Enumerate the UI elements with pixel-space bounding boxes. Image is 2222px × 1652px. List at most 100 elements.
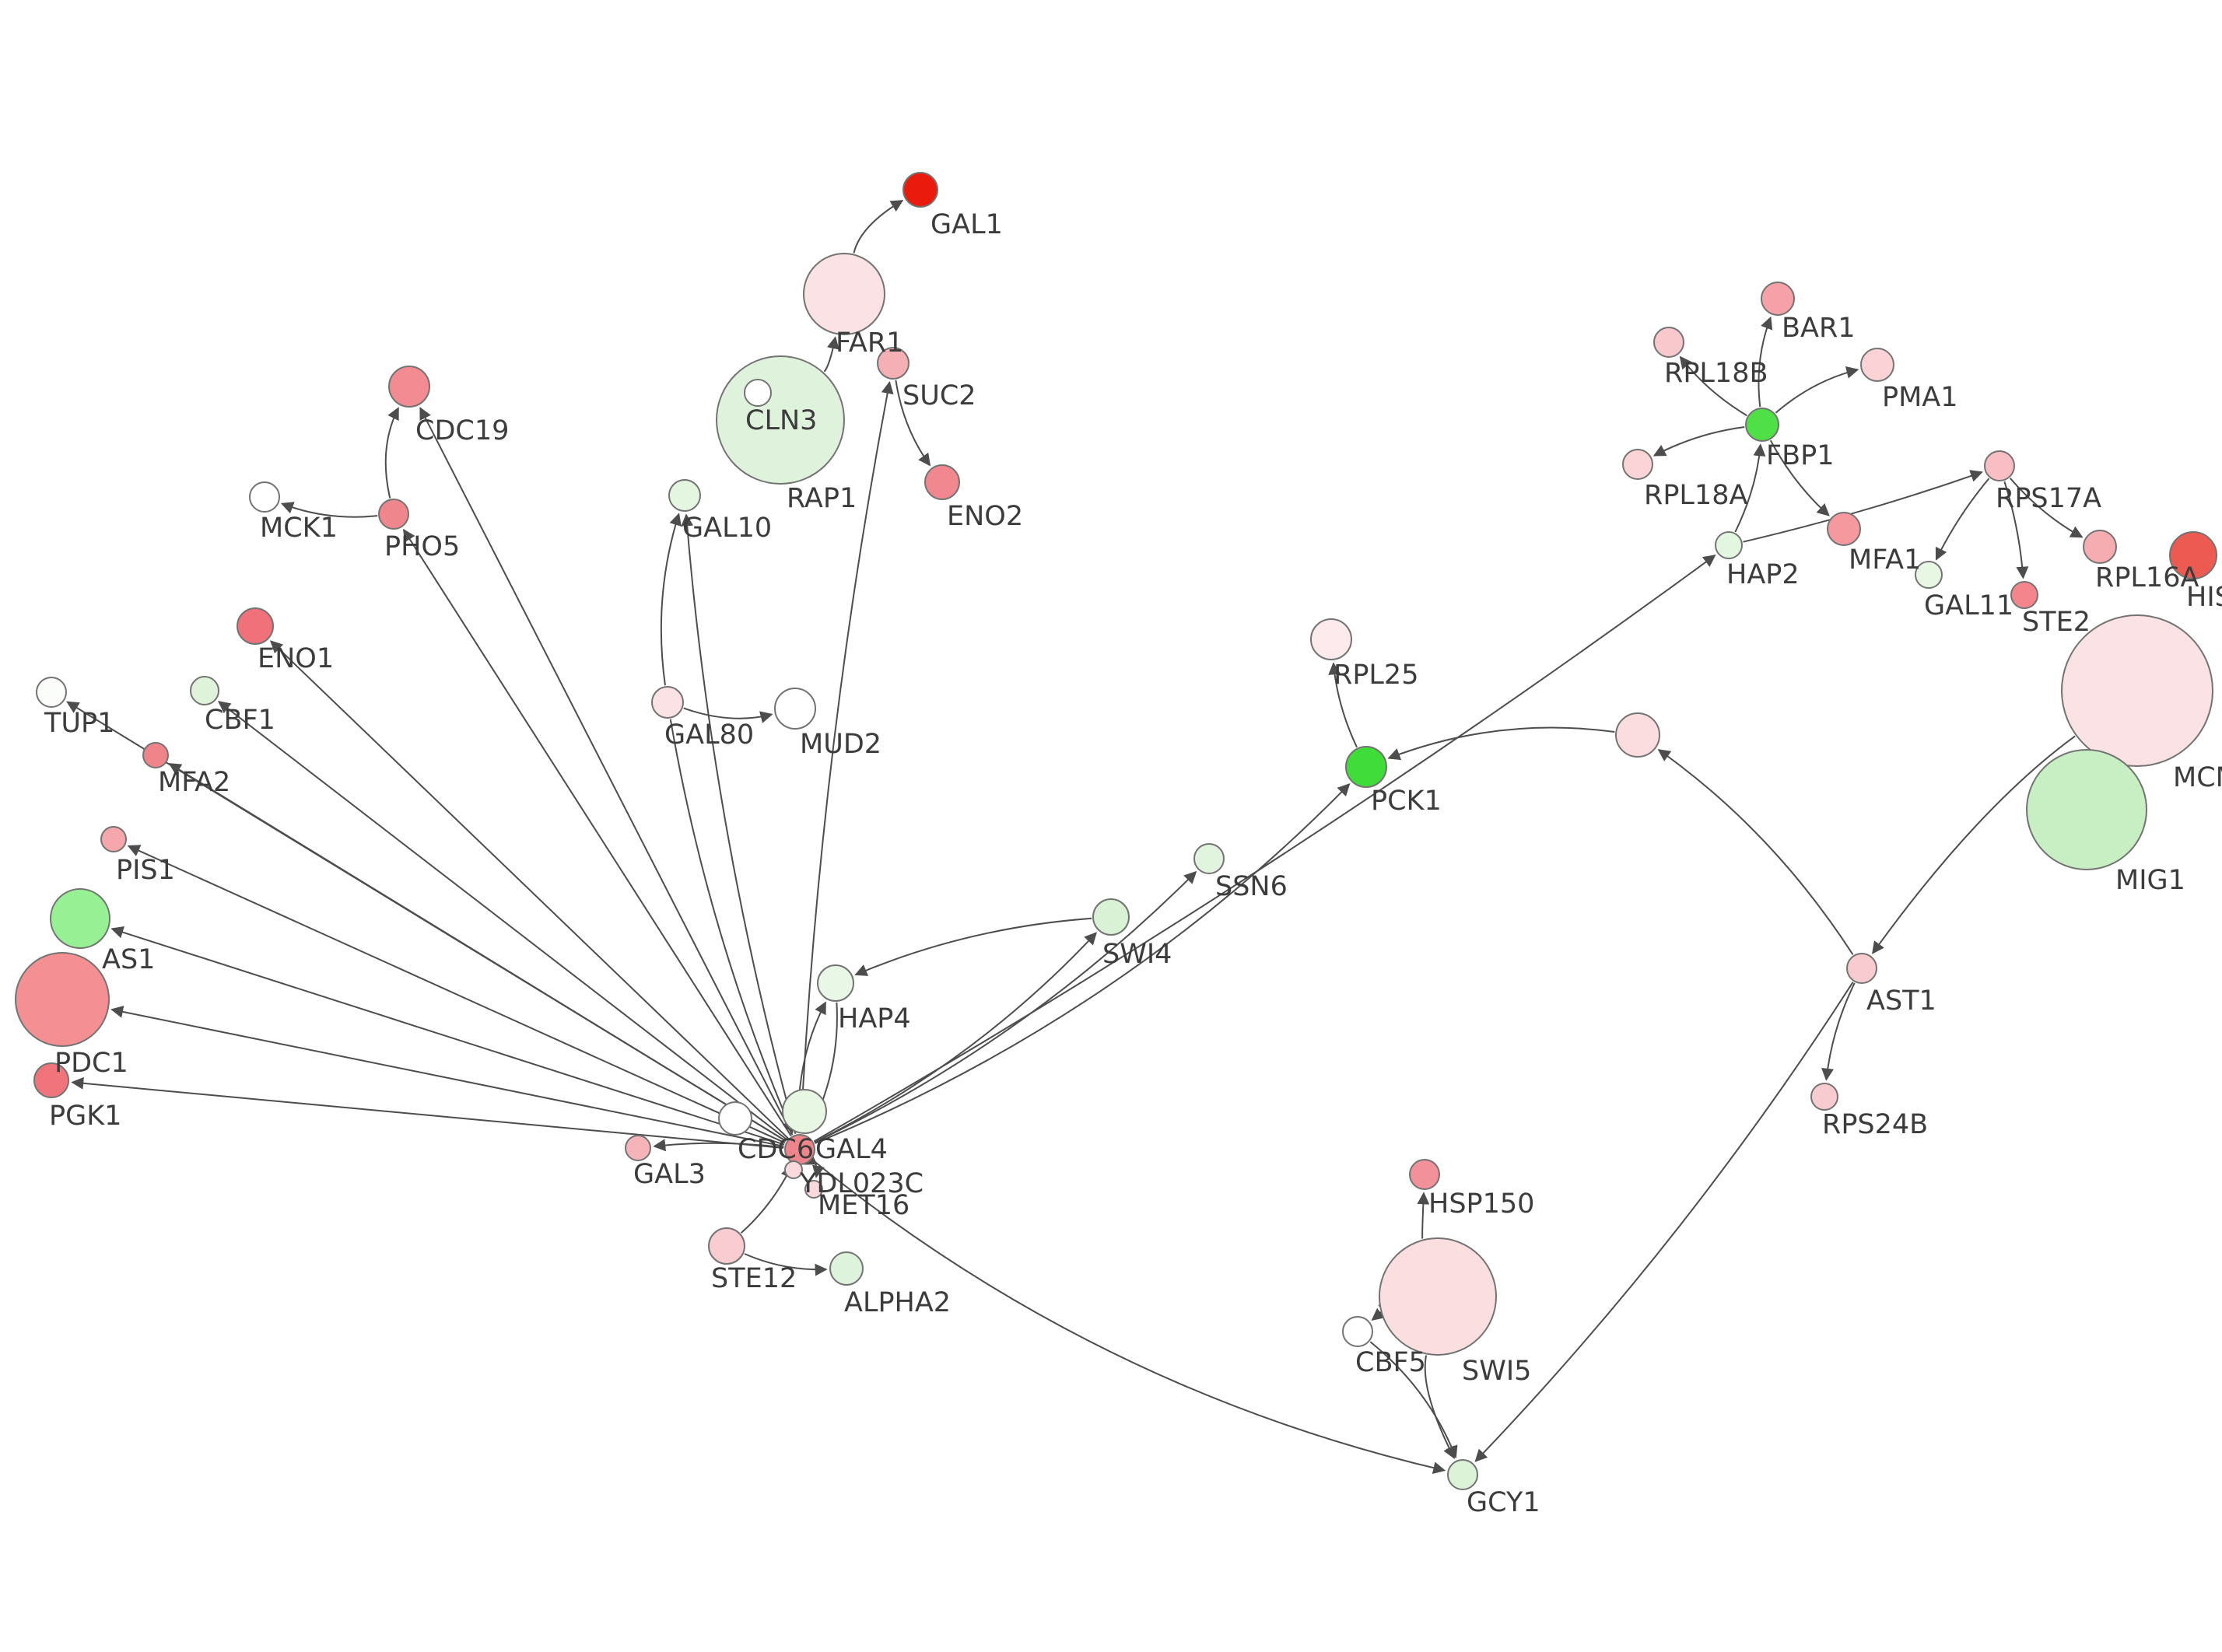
edge-CLN3-FAR1[interactable]	[823, 336, 839, 373]
node-SSN6[interactable]	[1193, 843, 1225, 874]
node-MCM1[interactable]	[2061, 614, 2213, 767]
edge-GAL80-MUD2[interactable]	[683, 707, 773, 723]
node-ENO1[interactable]	[237, 607, 274, 645]
node-RPL25[interactable]	[1310, 618, 1352, 660]
node-N_PINK[interactable]	[1615, 712, 1660, 758]
node-PIS1[interactable]	[100, 826, 127, 852]
edge-RPS17A-STE2[interactable]	[2003, 481, 2029, 579]
node-AST1[interactable]	[1846, 953, 1877, 984]
node-MIG1[interactable]	[2026, 749, 2147, 870]
node-SUC2[interactable]	[877, 347, 909, 380]
node-TUP1[interactable]	[36, 677, 67, 708]
edge-GAL4-SSN6[interactable]	[814, 870, 1197, 1143]
node-HSP150[interactable]	[1409, 1159, 1440, 1190]
node-N_GREEN[interactable]	[782, 1089, 827, 1134]
edge-HAP2-FBP1[interactable]	[1734, 443, 1766, 533]
node-MET16[interactable]	[804, 1180, 823, 1199]
node-CBF1[interactable]	[190, 676, 219, 705]
node-AS1[interactable]	[50, 888, 110, 949]
edge-STE12-ALPHA2[interactable]	[744, 1253, 828, 1276]
edge-GAL4-PDC1[interactable]	[110, 1006, 784, 1147]
edge-AST1-GCY1[interactable]	[1474, 982, 1854, 1462]
node-SWI5[interactable]	[1379, 1237, 1497, 1356]
node-CDC6[interactable]	[718, 1101, 752, 1136]
edge-N_PINK-PCK1[interactable]	[1387, 726, 1615, 761]
node-PDC1[interactable]	[15, 952, 110, 1047]
node-label-HAP2: HAP2	[1726, 559, 1800, 590]
node-STE2[interactable]	[2010, 581, 2038, 609]
node-ALPHA2[interactable]	[829, 1251, 864, 1286]
node-CBF5[interactable]	[1342, 1316, 1373, 1347]
edge-GAL4-PCK1[interactable]	[815, 783, 1351, 1144]
node-GAL1[interactable]	[902, 172, 938, 208]
edge-HAP2-RPS17A[interactable]	[1743, 470, 1983, 543]
node-MFA1[interactable]	[1827, 512, 1861, 546]
edge-GAL4-MFA2[interactable]	[168, 763, 787, 1142]
edge-FBP1-PMA1[interactable]	[1775, 366, 1859, 414]
edge-SUC2-ENO2[interactable]	[895, 380, 931, 467]
edge-RPS17A-GAL11[interactable]	[1935, 478, 1990, 561]
node-HIS4[interactable]	[2169, 531, 2217, 579]
edge-GAL4-GAL10[interactable]	[681, 513, 797, 1135]
edge-GAL4-PHO5[interactable]	[403, 528, 792, 1136]
node-RPL16A[interactable]	[2083, 530, 2117, 564]
edge-GAL4-CDC19[interactable]	[419, 407, 794, 1136]
edge-GAL4-ENO1[interactable]	[270, 640, 789, 1139]
node-MFA2[interactable]	[142, 742, 169, 768]
edge-STE12-GAL4[interactable]	[740, 1165, 793, 1234]
node-RAP1[interactable]	[744, 379, 772, 407]
node-PMA1[interactable]	[1860, 348, 1894, 382]
node-PCK1[interactable]	[1345, 746, 1387, 788]
edge-GAL4-GAL3[interactable]	[653, 1139, 784, 1152]
node-SWI4[interactable]	[1092, 898, 1130, 936]
node-GCY1[interactable]	[1447, 1459, 1478, 1490]
node-STE12[interactable]	[708, 1227, 745, 1265]
edge-GAL4-AS1[interactable]	[110, 926, 785, 1146]
edge-FBP1-BAR1[interactable]	[1758, 316, 1773, 408]
edge-FAR1-GAL1[interactable]	[853, 200, 904, 254]
node-BAR1[interactable]	[1761, 282, 1795, 316]
node-HAP4[interactable]	[817, 964, 854, 1002]
edge-FBP1-MFA1[interactable]	[1769, 439, 1830, 516]
edge-SWI5-GCY1[interactable]	[1424, 1355, 1455, 1460]
edge-SWI4-HAP4[interactable]	[854, 917, 1092, 976]
node-PHO5[interactable]	[378, 499, 409, 530]
node-MCK1[interactable]	[249, 481, 280, 513]
edge-FBP1-RPL18A[interactable]	[1652, 426, 1745, 457]
node-GAL11[interactable]	[1915, 561, 1943, 589]
edge-SWI5-HSP150[interactable]	[1417, 1192, 1430, 1239]
node-FBP1[interactable]	[1745, 408, 1779, 442]
edge-GAL4-PIS1[interactable]	[127, 845, 786, 1144]
edge-GAL4-SUC2[interactable]	[800, 380, 894, 1134]
edge-GAL80-GAL10[interactable]	[660, 513, 682, 686]
edge-GAL80-GAL4[interactable]	[669, 719, 794, 1134]
edge-FBP1-RPL18B[interactable]	[1679, 355, 1747, 417]
edge-PHO5-MCK1[interactable]	[280, 502, 378, 518]
node-GAL3[interactable]	[625, 1135, 651, 1161]
node-GAL10[interactable]	[668, 479, 701, 512]
node-RPS24B[interactable]	[1810, 1083, 1838, 1111]
edge-PCK1-RPL25[interactable]	[1328, 662, 1358, 748]
node-RPL18B[interactable]	[1653, 327, 1684, 358]
edge-GAL4-HAP2[interactable]	[813, 555, 1716, 1143]
edge-RPS17A-RPL16A[interactable]	[2009, 478, 2084, 538]
node-PGK1[interactable]	[33, 1062, 69, 1098]
node-CDC19[interactable]	[388, 366, 430, 408]
edge-PHO5-CDC19[interactable]	[384, 407, 399, 499]
edge-CBF5-GCY1[interactable]	[1369, 1341, 1458, 1459]
node-YDL023C[interactable]	[784, 1160, 803, 1179]
edge-GAL4-PGK1[interactable]	[71, 1076, 784, 1150]
node-RPS17A[interactable]	[1984, 450, 2015, 481]
edge-GAL4-GCY1[interactable]	[811, 1159, 1446, 1475]
edge-AST1-RPS24B[interactable]	[1821, 982, 1856, 1081]
node-FAR1[interactable]	[803, 253, 885, 335]
edge-GAL4-CBF1[interactable]	[217, 701, 787, 1140]
edge-AST1-N_PINK[interactable]	[1657, 749, 1854, 955]
node-ENO2[interactable]	[924, 464, 960, 500]
node-HAP2[interactable]	[1715, 531, 1743, 559]
node-MUD2[interactable]	[774, 688, 816, 730]
edge-GAL4-SWI4[interactable]	[814, 932, 1097, 1143]
edge-MCM1-AST1[interactable]	[1872, 735, 2076, 954]
node-RPL18A[interactable]	[1622, 449, 1653, 480]
node-GAL80[interactable]	[651, 686, 684, 719]
